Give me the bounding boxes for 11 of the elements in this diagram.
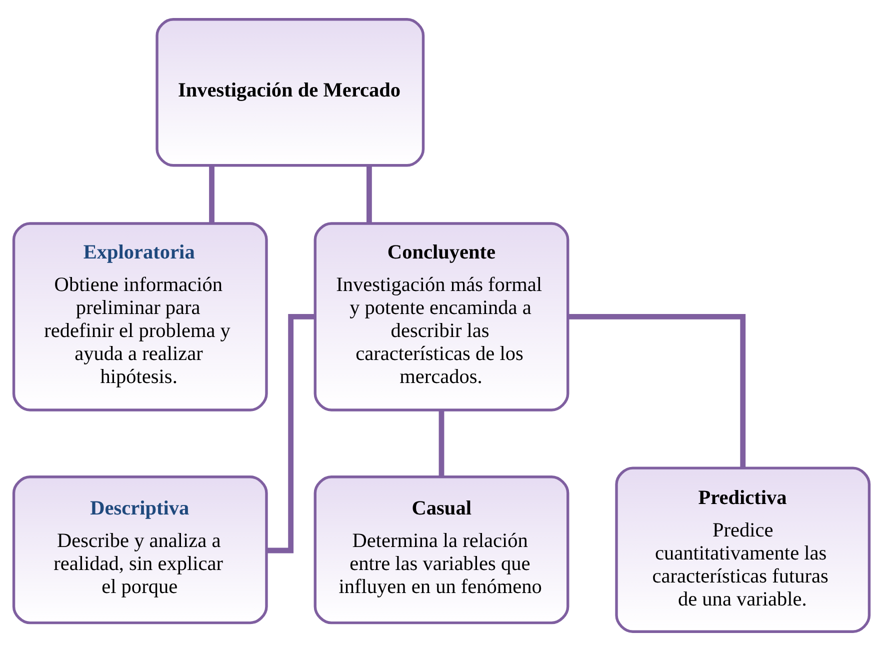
connector [438, 410, 444, 476]
connector [568, 314, 746, 468]
connector [209, 165, 214, 223]
node-box: Casual Determina la relación entre las variables que influyen en un fenómeno [314, 475, 570, 624]
node-box: Exploratoria Obtiene información preliminar para redefinir el problema y ayuda a realizar hipótesis. [12, 222, 268, 411]
node-box: Concluyente Investigación más formal y potente encaminda a describir las características de los mercados. [314, 222, 570, 411]
node-box: Descriptiva Describe y analiza a realidad, sin explicar el porque [12, 475, 268, 624]
connector [366, 165, 372, 223]
node-box: Predictiva Predice cuantitativamente las características futuras de una variable. [615, 466, 871, 632]
node-box: Investigación de Mercado [156, 18, 425, 166]
connector [266, 314, 316, 553]
